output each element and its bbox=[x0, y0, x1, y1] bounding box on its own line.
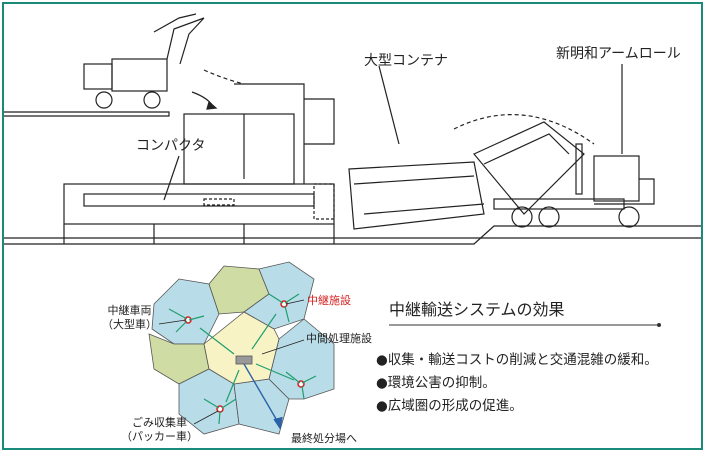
compactor-label: コンパクタ bbox=[136, 138, 206, 154]
armroll-truck bbox=[453, 114, 655, 228]
map-region-left bbox=[151, 278, 220, 345]
relay-map bbox=[148, 261, 335, 435]
diagram-frame: 大型コンテナ 新明和アームロール コンパクタ 中継施設 中継車両 （大型車） 中… bbox=[2, 2, 703, 450]
map-region-topright bbox=[243, 261, 315, 330]
intermediate-facility-label: 中間処理施設 bbox=[306, 332, 372, 345]
garbage-truck-label: ごみ収集車 （パッカー車） bbox=[121, 416, 198, 443]
collection-arrows bbox=[168, 293, 317, 425]
upper-platform bbox=[4, 111, 170, 117]
relay-vehicle-label: 中継車両 （大型車） bbox=[102, 304, 157, 331]
effect-item-1: ●収集・輸送コストの削減と交通混雑の緩和。 bbox=[376, 352, 658, 368]
effect-item-2: ●環境公害の抑制。 bbox=[376, 375, 496, 391]
transfer-station-illustration bbox=[4, 13, 701, 435]
compactor-leader bbox=[163, 155, 180, 201]
final-disposal-label: 最終処分場へ bbox=[291, 432, 357, 445]
packer-truck-top bbox=[83, 13, 245, 110]
compactor-structure bbox=[63, 83, 335, 244]
container-label: 大型コンテナ bbox=[364, 53, 448, 69]
relay-facility-label: 中継施設 bbox=[307, 294, 351, 307]
intermediate-facility-icon bbox=[235, 355, 253, 365]
armroll-label: 新明和アームロール bbox=[556, 46, 681, 62]
large-container bbox=[348, 161, 485, 230]
map-region-right bbox=[268, 318, 335, 400]
effects-heading: 中継輸送システムの効果 bbox=[389, 300, 565, 319]
container-leader bbox=[378, 65, 400, 145]
final-disposal-path bbox=[243, 363, 283, 430]
effect-item-3: ●広域圏の形成の促進。 bbox=[376, 398, 523, 414]
